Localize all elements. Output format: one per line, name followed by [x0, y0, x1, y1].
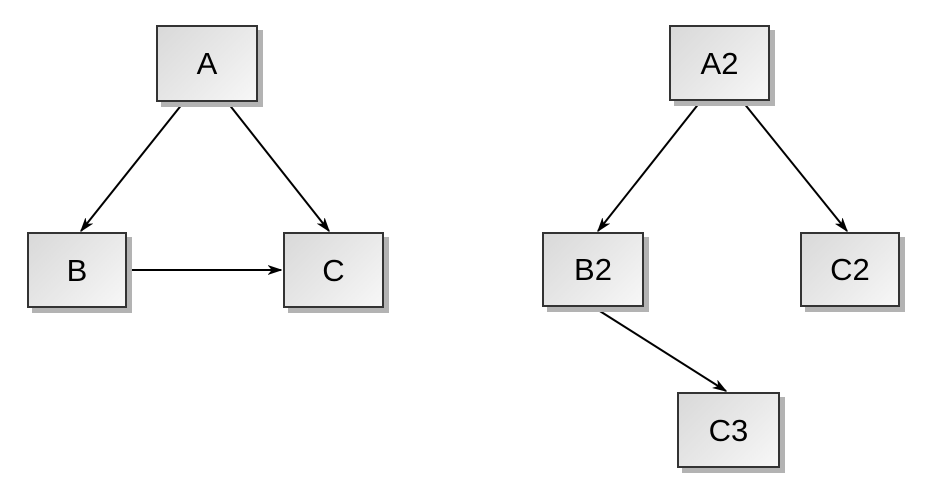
edge-A-to-C[interactable] [227, 102, 329, 231]
node-label-C2: C2 [830, 252, 870, 287]
node-C[interactable]: C [283, 232, 384, 308]
edge-A2-to-B2[interactable] [598, 101, 701, 231]
node-label-A2: A2 [700, 45, 739, 81]
node-A[interactable]: A [156, 25, 258, 102]
node-label-C3: C3 [708, 412, 749, 448]
edge-B2-to-C3[interactable] [594, 307, 726, 391]
node-C3[interactable]: C3 [677, 392, 780, 468]
node-C2[interactable]: C2 [800, 232, 900, 307]
node-B2[interactable]: B2 [542, 232, 644, 307]
node-label-B: B [66, 252, 88, 288]
node-label-C: C [322, 252, 345, 288]
node-B[interactable]: B [27, 232, 127, 308]
edge-A-to-B[interactable] [81, 102, 184, 231]
node-A2[interactable]: A2 [669, 25, 770, 101]
edge-A2-to-C2[interactable] [742, 101, 847, 231]
edges-group [81, 101, 847, 391]
node-label-B2: B2 [574, 252, 612, 287]
node-label-A: A [196, 46, 218, 81]
